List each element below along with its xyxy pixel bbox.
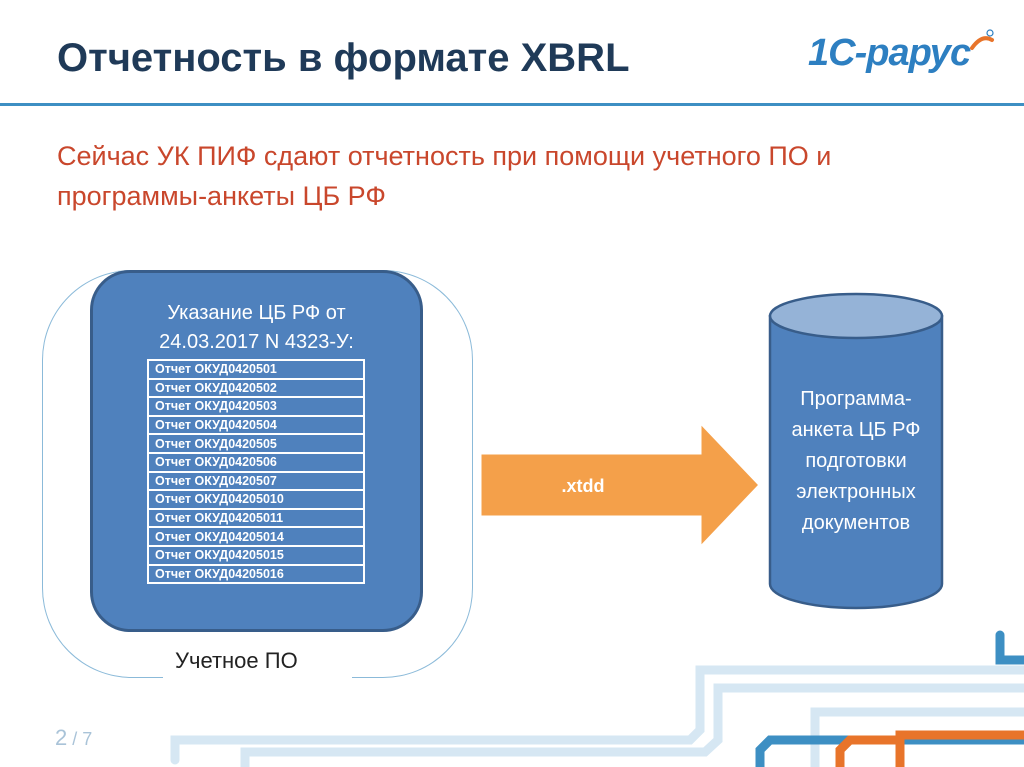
report-cell: Отчет ОКУД04205016: [147, 563, 365, 585]
list-item: Отчет ОКУД0420507: [147, 470, 365, 492]
cb-program-label: Программа- анкета ЦБ РФ подготовки элект…: [772, 384, 940, 539]
list-item: Отчет ОКУД04205015: [147, 544, 365, 566]
regulation-title-line1: Указание ЦБ РФ от: [167, 302, 346, 324]
list-item: Отчет ОКУД04205014: [147, 526, 365, 547]
list-item: Отчет ОКУД04205011: [147, 507, 365, 529]
logo-swirl-icon: [970, 29, 994, 50]
decorative-lines: [170, 630, 1024, 767]
cb-program-line: Программа-: [800, 388, 912, 410]
list-item: Отчет ОКУД04205010: [147, 489, 365, 510]
report-list: Отчет ОКУД0420501 Отчет ОКУД0420502 Отче…: [147, 359, 365, 585]
cb-program-line: подготовки: [805, 450, 907, 472]
page-title: Отчетность в формате XBRL: [57, 36, 630, 80]
list-item: Отчет ОКУД0420505: [147, 433, 365, 454]
regulation-title-line2: 24.03.2017 N 4323-У:: [159, 331, 354, 353]
report-cell: Отчет ОКУД0420504: [147, 414, 365, 436]
regulation-block: Указание ЦБ РФ от 24.03.2017 N 4323-У: О…: [90, 270, 423, 632]
accounting-software-caption: Учетное ПО: [175, 648, 298, 673]
report-cell: Отчет ОКУД0420502: [147, 377, 365, 399]
report-cell: Отчет ОКУД0420506: [147, 451, 365, 473]
logo-text: 1С-рарус: [808, 32, 971, 74]
cb-program-line: электронных: [796, 481, 916, 503]
file-format-label: .xtdd: [561, 476, 605, 496]
report-cell: Отчет ОКУД04205011: [147, 507, 365, 529]
flow-arrow-shape: [478, 420, 763, 550]
list-item: Отчет ОКУД0420501: [147, 359, 365, 380]
cb-program-line: документов: [801, 512, 911, 534]
page-total: / 7: [67, 729, 93, 749]
list-item: Отчет ОКУД04205016: [147, 563, 365, 585]
report-cell: Отчет ОКУД0420507: [147, 470, 365, 492]
flow-arrow: [478, 420, 763, 550]
report-cell: Отчет ОКУД0420503: [147, 396, 365, 417]
cb-program-line: анкета ЦБ РФ: [791, 419, 921, 441]
list-item: Отчет ОКУД0420504: [147, 414, 365, 436]
slide-subtitle: Сейчас УК ПИФ сдают отчетность при помощ…: [57, 141, 832, 211]
company-logo: 1С-рарус: [808, 28, 998, 78]
report-cell: Отчет ОКУД04205014: [147, 526, 365, 547]
page-current: 2: [55, 725, 68, 750]
list-item: Отчет ОКУД0420503: [147, 396, 365, 417]
report-cell: Отчет ОКУД0420505: [147, 433, 365, 454]
regulation-title: Указание ЦБ РФ от 24.03.2017 N 4323-У:: [93, 299, 420, 357]
database-cylinder: [768, 292, 944, 610]
list-item: Отчет ОКУД0420502: [147, 377, 365, 399]
page-indicator: 2 / 7: [55, 725, 92, 751]
header-divider: [0, 103, 1024, 106]
report-cell: Отчет ОКУД04205015: [147, 544, 365, 566]
report-cell: Отчет ОКУД0420501: [147, 359, 365, 380]
list-item: Отчет ОКУД0420506: [147, 451, 365, 473]
report-cell: Отчет ОКУД04205010: [147, 489, 365, 510]
